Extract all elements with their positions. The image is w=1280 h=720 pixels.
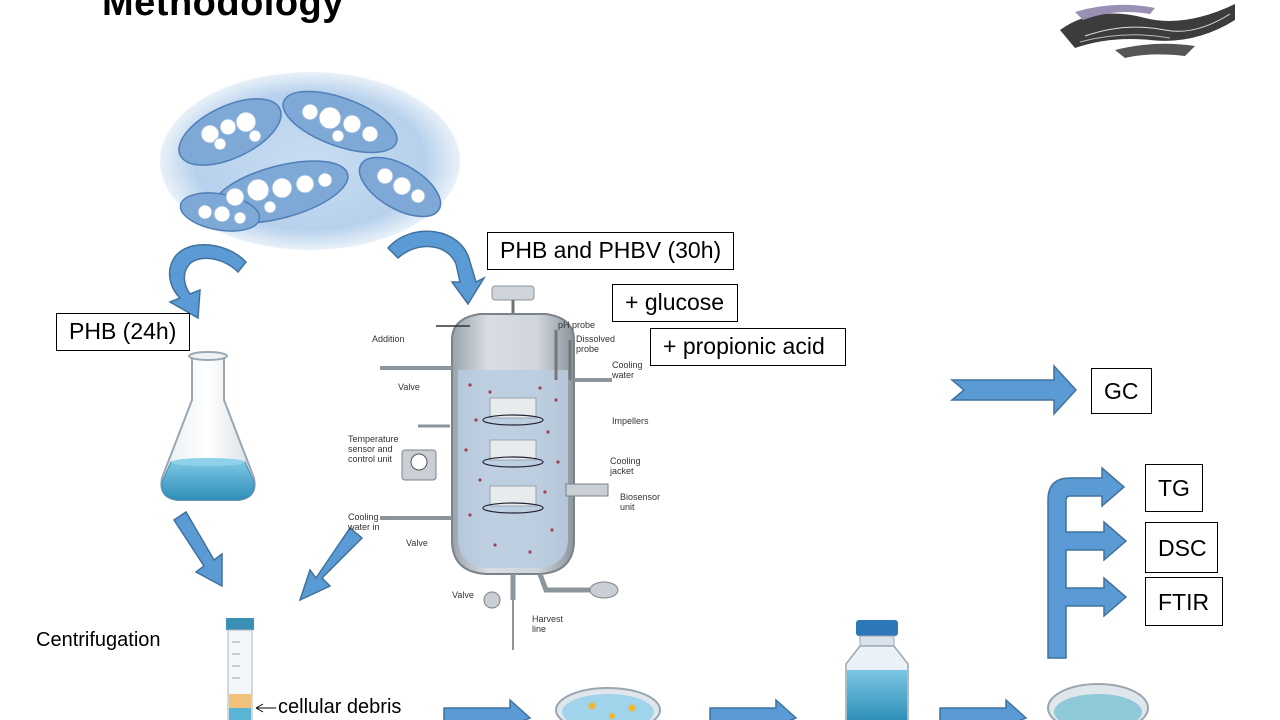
arrow-to-gc: [949, 364, 1078, 416]
label-cooling-jacket: Cooling jacket: [610, 456, 641, 476]
label-ph-probe: pH probe: [558, 320, 596, 330]
analysis-tg: TG: [1145, 464, 1203, 512]
curved-arrow-left: [168, 244, 247, 320]
label-valve-top: Valve: [398, 382, 420, 392]
analysis-dsc: DSC: [1145, 522, 1218, 573]
page-title: Methodology: [102, 0, 344, 24]
label-temperature-sensor: Temperature sensor and control unit: [348, 434, 399, 464]
petri-dish-icon: [555, 687, 661, 720]
arrow-flask-to-tube: [172, 510, 223, 588]
analysis-ftir: FTIR: [1145, 577, 1223, 626]
label-centrifugation: Centrifugation: [36, 629, 161, 651]
branch-arrow-analyses: [1047, 466, 1128, 659]
sample-dish-icon: [1047, 683, 1149, 720]
label-impellers: Impellers: [612, 416, 649, 426]
label-propionic-acid: + propionic acid: [650, 328, 846, 366]
arrow-bottom-2: [709, 698, 798, 720]
bottle-icon: [845, 620, 909, 720]
label-biosensor-unit: Biosensor unit: [620, 492, 661, 512]
curved-arrow-right: [386, 230, 487, 306]
bacterial-cells-image: [160, 72, 460, 250]
erlenmeyer-flask-icon: [160, 351, 256, 501]
label-cellular-debris: cellular debris: [278, 696, 402, 718]
centrifuge-tube-icon: [226, 618, 254, 720]
label-cooling-water: Cooling water: [612, 360, 643, 380]
label-harvest-line: Harvest line: [532, 614, 564, 634]
arrow-bottom-3: [939, 698, 1028, 720]
label-valve-bottom: Valve: [452, 590, 474, 600]
bioreactor-icon: [380, 285, 619, 650]
label-cooling-water-in: Cooling water in: [348, 512, 380, 532]
arrow-bioreactor-to-tube: [298, 526, 364, 602]
label-phb-24h: PHB (24h): [56, 313, 190, 351]
label-glucose: + glucose: [612, 284, 738, 322]
arrow-bottom-1: [443, 698, 532, 720]
label-phb-phbv-30h: PHB and PHBV (30h): [487, 232, 734, 270]
analysis-gc: GC: [1091, 368, 1152, 414]
label-valve-mid: Valve: [406, 538, 428, 548]
label-dissolved-probe: Dissolved probe: [576, 334, 616, 354]
label-addition: Addition: [372, 334, 405, 344]
decorative-texture-image: [1060, 4, 1235, 58]
